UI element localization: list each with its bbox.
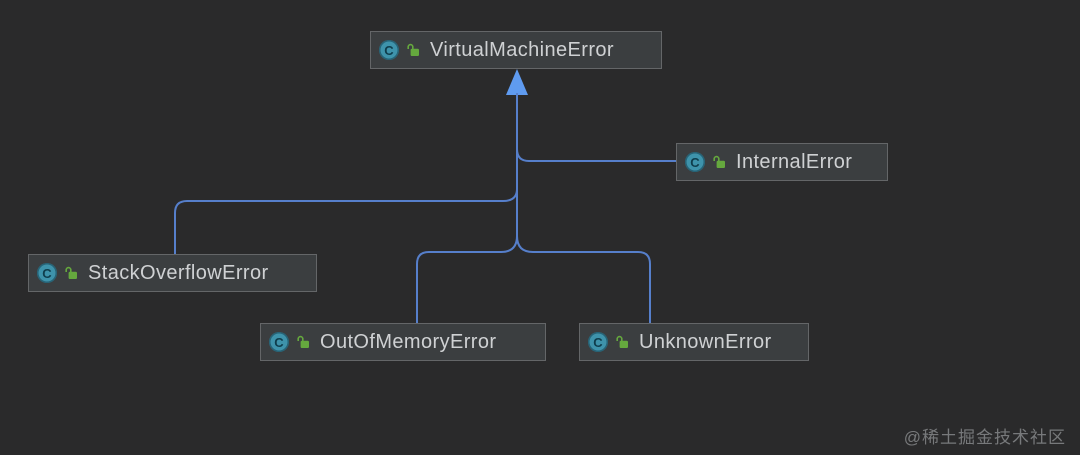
class-icon: C (379, 40, 399, 60)
class-icon: C (37, 263, 57, 283)
class-name-label: UnknownError (639, 330, 772, 353)
class-node-stackoverflowerror[interactable]: C StackOverflowError (28, 254, 317, 292)
class-icon: C (588, 332, 608, 352)
lock-icon (713, 155, 725, 168)
class-icon-letter: C (690, 154, 700, 170)
class-icon-letter: C (42, 265, 52, 281)
class-icon-letter: C (274, 334, 284, 350)
class-name-label: InternalError (736, 150, 853, 173)
watermark: @稀土掘金技术社区 (903, 428, 1066, 447)
lock-icon (407, 43, 419, 56)
edge-unknownerror (516, 235, 651, 323)
class-name-label: OutOfMemoryError (320, 330, 497, 353)
lock-icon (297, 335, 309, 348)
edge-outofmemoryerror (416, 235, 518, 323)
class-node-virtualmachineerror[interactable]: C VirtualMachineError (370, 31, 662, 69)
class-icon: C (269, 332, 289, 352)
inheritance-arrowhead-icon (506, 69, 528, 95)
class-node-unknownerror[interactable]: C UnknownError (579, 323, 809, 361)
edge-internalerror (516, 120, 676, 162)
class-node-outofmemoryerror[interactable]: C OutOfMemoryError (260, 323, 546, 361)
lock-icon (65, 266, 77, 279)
edge-stackoverflowerror (174, 188, 518, 254)
class-node-internalerror[interactable]: C InternalError (676, 143, 888, 181)
class-name-label: StackOverflowError (88, 261, 269, 284)
class-icon: C (685, 152, 705, 172)
lock-icon (616, 335, 628, 348)
class-name-label: VirtualMachineError (430, 38, 614, 61)
class-icon-letter: C (593, 334, 603, 350)
class-icon-letter: C (384, 42, 394, 58)
